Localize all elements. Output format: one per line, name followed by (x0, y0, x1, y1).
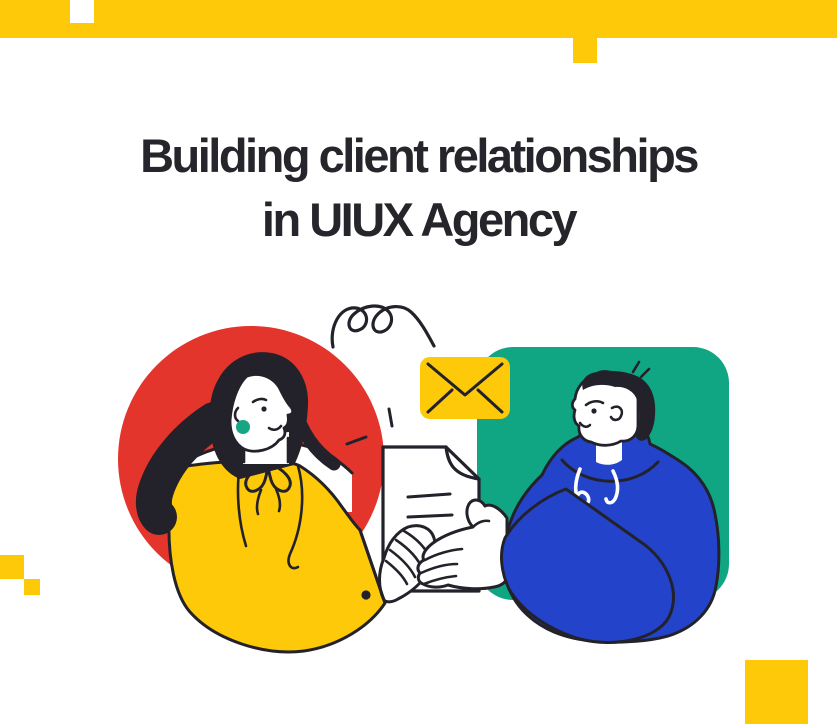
woman-smile (267, 424, 283, 432)
document-text-lines (406, 492, 454, 519)
woman-eye (261, 406, 267, 412)
accent-square-top (573, 38, 597, 63)
accent-square-bottom-right (745, 660, 808, 724)
hood-drawstring-right (604, 469, 620, 505)
top-bar-decoration (0, 0, 837, 38)
man-eye (591, 408, 597, 414)
spark-dash-vertical (387, 407, 394, 428)
spark-dash-diagonal (345, 435, 368, 446)
man-hand (416, 498, 509, 591)
envelope-body (420, 357, 510, 419)
accent-square-bottom-left-small (24, 579, 40, 595)
woman-hair-lock (288, 401, 341, 471)
man-hair-sprig (631, 360, 651, 379)
man-sleeve (500, 487, 675, 644)
woman-earring (236, 420, 250, 434)
dress-cuff-button (361, 590, 371, 600)
woman-hair-tail (135, 402, 232, 535)
squiggle-doodle-icon (330, 304, 436, 349)
page-title: Building client relationships in UIUX Ag… (0, 124, 837, 252)
man-hair (582, 370, 656, 441)
dress-bow-tails (255, 487, 282, 516)
envelope-fold-left (426, 388, 454, 414)
title-line-1: Building client relationships (140, 129, 699, 182)
woman-eyebrow (251, 397, 268, 404)
man-thumb-line (471, 519, 491, 529)
title-line-2: in UIUX Agency (261, 193, 578, 246)
man-ear (609, 405, 624, 422)
envelope-flap (426, 362, 504, 397)
dress-seam-right (287, 464, 304, 570)
document-fold (444, 445, 481, 481)
man-smile (578, 421, 592, 429)
envelope-fold-right (476, 388, 504, 414)
accent-square-bottom-left-large (0, 555, 24, 579)
woman-hand (358, 524, 438, 605)
man-hand-fingers (419, 547, 464, 586)
top-bar-notch-square (70, 0, 94, 23)
woman-figure (135, 352, 387, 654)
woman-ear-line (233, 406, 240, 423)
envelope-icon (420, 357, 510, 419)
dress-cuff-edge (358, 528, 387, 605)
man-eyebrow (584, 399, 605, 407)
woman-hand-fingers (384, 529, 433, 586)
hood-collar-line (560, 458, 660, 483)
